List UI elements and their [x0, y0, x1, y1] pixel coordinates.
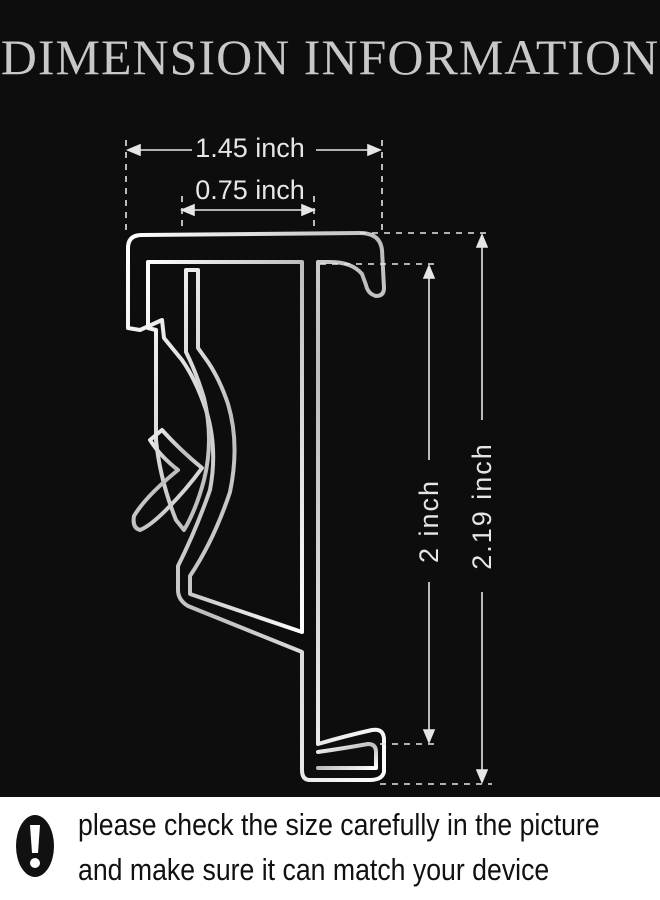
arrow-icon	[422, 729, 436, 745]
arrow-icon	[422, 263, 436, 279]
notice-line-2: and make sure it can match your device	[78, 852, 550, 887]
bracket-inner-channel	[146, 260, 304, 634]
dimension-lines	[125, 140, 492, 785]
notice-line-1: please check the size carefully in the p…	[78, 807, 600, 842]
arrow-icon	[475, 769, 489, 785]
exclamation-icon	[16, 815, 54, 877]
notice-bar: please check the size carefully in the p…	[0, 797, 660, 900]
dim-outer-width-label: 1.45 inch	[195, 133, 305, 163]
diagram-panel	[0, 0, 660, 797]
bracket-bottom-hook	[316, 742, 378, 770]
bracket-barb	[131, 428, 204, 532]
arrow-icon	[301, 203, 317, 217]
dim-inner-height-label: 2 inch	[414, 479, 444, 563]
dim-inner-width-label: 0.75 inch	[195, 175, 305, 205]
arrow-icon	[179, 203, 195, 217]
bracket-outer-contour	[126, 231, 386, 782]
arrow-icon	[475, 232, 489, 248]
arrow-icon	[367, 143, 383, 157]
bracket-part	[126, 231, 386, 782]
page-title: DIMENSION INFORMATION	[0, 29, 660, 85]
arrow-icon	[125, 143, 141, 157]
dim-outer-height-label: 2.19 inch	[467, 442, 497, 570]
dimension-diagram: 1.45 inch 0.75 inch 2 inch 2.19 inch	[125, 133, 497, 785]
